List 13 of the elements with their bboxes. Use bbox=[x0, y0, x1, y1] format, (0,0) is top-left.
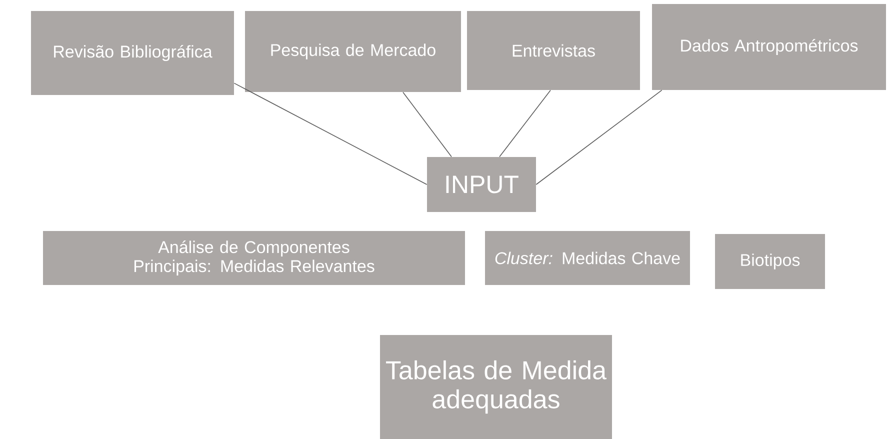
process-box: Entrevistas bbox=[467, 11, 640, 90]
process-box: Cluster: Medidas Chave bbox=[485, 231, 690, 285]
process-box: Biotipos bbox=[715, 234, 826, 289]
process-box: Tabelas de Medida adequadas bbox=[380, 335, 612, 439]
connector-line bbox=[402, 92, 452, 158]
connector-line bbox=[499, 90, 551, 158]
connector-line bbox=[234, 82, 428, 185]
process-box: Pesquisa de Mercado bbox=[245, 11, 461, 92]
process-box: INPUT bbox=[427, 157, 536, 212]
connector-line bbox=[536, 90, 662, 185]
process-box: Dados Antropométricos bbox=[652, 4, 886, 90]
process-box: Análise de Componentes Principais: Medidas Relevantes bbox=[43, 231, 465, 285]
process-box: Revisão Bibliográfica bbox=[31, 11, 234, 95]
